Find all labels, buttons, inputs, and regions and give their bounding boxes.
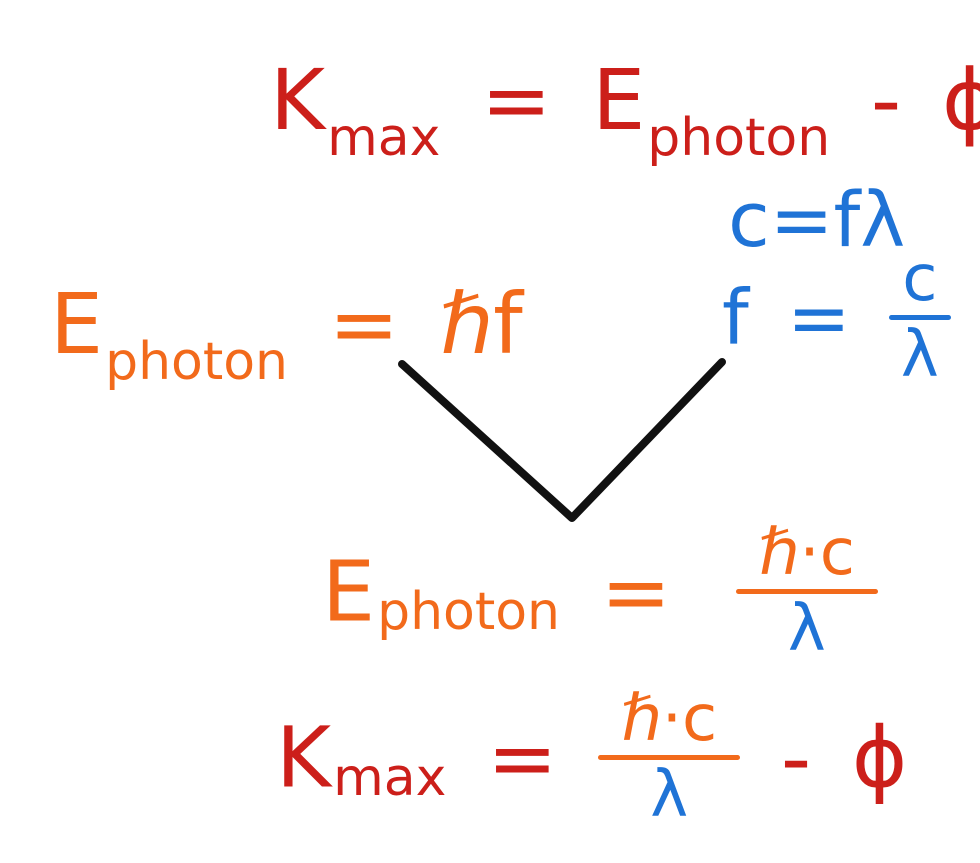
equation-c-f-lambda: c=fλ — [728, 182, 905, 258]
ephoton-hf-equals: = — [328, 275, 400, 373]
c-over-lambda-fraction: c λ — [888, 242, 951, 393]
fraction-denominator-lambda: λ — [787, 592, 826, 667]
final-k: K — [276, 708, 332, 807]
fraction-denominator-lambda: λ — [900, 318, 939, 393]
combined-e: E — [322, 542, 376, 641]
c-f-lambda-text: c=fλ — [728, 175, 906, 264]
f-symbol: f — [722, 272, 749, 362]
combined-sub: photon — [377, 581, 561, 642]
final-denominator-lambda: λ — [650, 758, 689, 833]
ephoton-hf-sub: photon — [105, 332, 289, 392]
final-sub: max — [333, 747, 447, 808]
equation-ephoton-hf: Ephoton = ℏf — [50, 282, 523, 388]
hc-over-lambda-fraction: ℏ·c λ — [735, 519, 878, 667]
final-equals: = — [487, 708, 558, 807]
minus-sign: - — [870, 51, 902, 149]
fraction-numerator-c: c — [902, 242, 938, 316]
phi-symbol: ϕ — [941, 51, 980, 149]
kmax-equals: = — [481, 51, 552, 149]
ephoton-sub: photon — [647, 108, 831, 168]
f-equals: = — [786, 272, 851, 362]
ephoton-e: E — [592, 51, 646, 149]
equation-kmax-final: Kmax = ℏ·c λ - ϕ — [276, 685, 908, 833]
combined-equals: = — [600, 542, 672, 641]
kmax-sub: max — [327, 108, 441, 168]
fraction-bar — [735, 589, 878, 595]
equation-kmax-top: Kmax = Ephoton - ϕ — [270, 58, 980, 164]
fraction-bar — [888, 315, 951, 321]
fraction-numerator-hc: ℏ·c — [736, 519, 878, 587]
final-hc-text: ℏ·c — [621, 682, 718, 756]
hc-text: ℏ·c — [758, 516, 855, 590]
ephoton-hf-e: E — [50, 275, 104, 373]
ephoton-hf-rhs: ℏf — [439, 275, 523, 373]
v-connector — [398, 358, 726, 522]
final-hc-over-lambda-fraction: ℏ·c λ — [598, 685, 741, 833]
fraction-bar — [598, 755, 741, 761]
equation-ephoton-combined: Ephoton = ℏ·c λ — [322, 519, 878, 667]
final-numerator: ℏ·c — [598, 685, 740, 753]
final-minus: - — [780, 708, 812, 807]
kmax-k: K — [270, 51, 326, 149]
final-phi: ϕ — [851, 708, 908, 807]
equation-f-c-over-lambda: f = c λ — [722, 242, 951, 393]
